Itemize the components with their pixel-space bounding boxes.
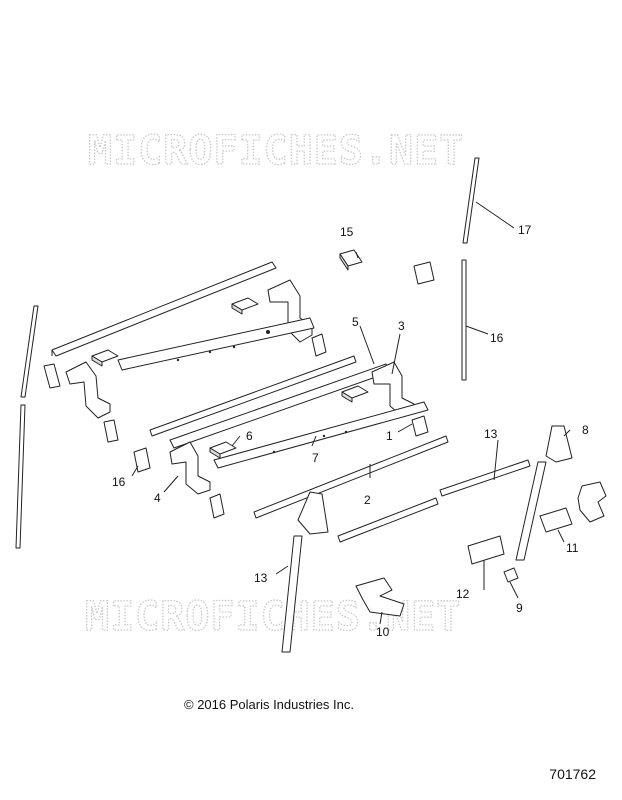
part-block-12: [467, 535, 505, 565]
part-rail-2b: [253, 435, 449, 519]
part-rail-7: [213, 401, 429, 469]
callout-8: 8: [582, 423, 589, 437]
callout-13-left: 13: [254, 571, 268, 585]
part-strip-13-right: [515, 461, 547, 561]
watermark-bottom: MICROFICHES.NET: [85, 594, 461, 640]
callout-4: 4: [154, 491, 161, 505]
callout-7: 7: [312, 451, 319, 465]
callout-2: 2: [364, 493, 371, 507]
copyright-notice: © 2016 Polaris Industries Inc.: [184, 697, 354, 712]
callout-14: 16: [112, 475, 126, 489]
part-rail-2: [117, 317, 315, 371]
part-rod-16: [461, 259, 467, 381]
figure-number: 701762: [549, 766, 596, 782]
watermark-top: MICROFICHES.NET: [88, 128, 464, 174]
callout-11: 11: [566, 541, 579, 555]
part-rail-top: [51, 261, 277, 357]
callout-15: 15: [340, 225, 354, 239]
callout-6: 6: [246, 429, 253, 443]
part-rail-5: [169, 363, 391, 449]
part-left-rod-upper: [20, 305, 39, 398]
part-strip-13-horizontal: [439, 459, 531, 497]
callout-3: 3: [398, 319, 405, 333]
part-bracket-4: [169, 441, 211, 495]
part-strip-13-left: [281, 535, 303, 653]
callout-5: 5: [352, 315, 359, 329]
callout-1: 1: [386, 429, 393, 443]
callout-17: 17: [518, 223, 532, 237]
part-rail-3: [149, 355, 357, 437]
part-rod-17: [462, 157, 480, 244]
callout-16: 16: [490, 331, 504, 345]
part-pad-rail-2: [91, 349, 119, 367]
part-left-rod-lower: [15, 404, 26, 549]
part-strip-lower: [337, 497, 439, 543]
part-pad-6: [209, 441, 237, 459]
part-block-below-4: [209, 493, 225, 519]
callout-13-right: 13: [484, 427, 498, 441]
part-angle-bracket-right: [577, 481, 607, 523]
part-block-near-3: [413, 261, 435, 285]
part-gusset-left: [297, 491, 329, 535]
part-bracket-10: [355, 577, 405, 617]
part-pad-center: [341, 385, 369, 403]
callout-12: 12: [456, 587, 470, 601]
part-block-1: [411, 415, 429, 437]
part-block-11: [539, 507, 573, 533]
part-pad-top: [231, 297, 259, 315]
callout-10: 10: [376, 625, 390, 639]
callout-9: 9: [516, 601, 523, 615]
part-clip-9: [503, 567, 519, 583]
part-block-top-right: [311, 333, 327, 357]
part-block-left-lower: [103, 419, 119, 443]
part-bracket-left: [65, 361, 111, 419]
part-block-left-upper: [43, 363, 61, 389]
part-block-15: [339, 249, 363, 271]
